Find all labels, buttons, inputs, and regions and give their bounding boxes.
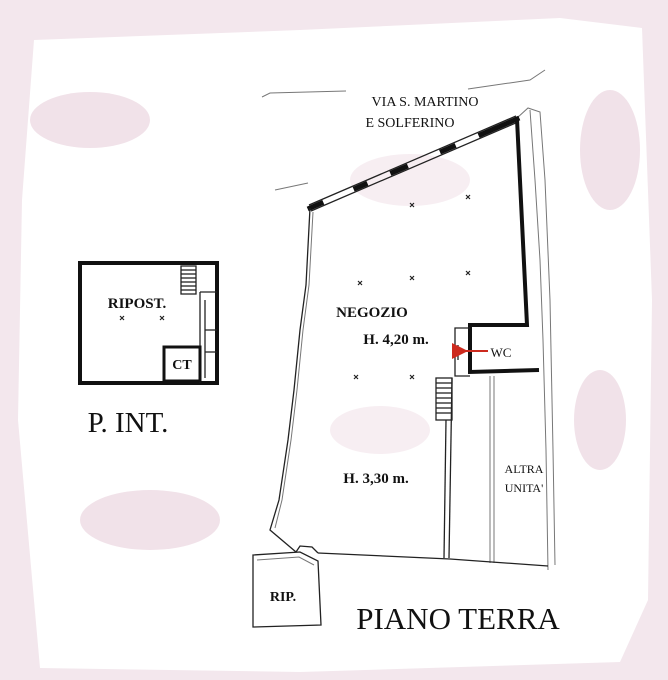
- column-marker: [119, 315, 125, 321]
- right-wall: [468, 116, 540, 375]
- height-rear-label: H. 3,30 m.: [343, 471, 409, 487]
- neighbor-outline: [529, 109, 549, 571]
- rip-storage-inner: [256, 556, 315, 566]
- street-boundary: [261, 90, 347, 98]
- stain: [350, 154, 470, 206]
- storage-label: RIPOST.: [108, 296, 167, 312]
- other-unit-label-line1: ALTRA: [505, 462, 544, 476]
- rip-storage-wall: [252, 551, 322, 628]
- stain: [30, 92, 150, 148]
- ct-label: CT: [172, 358, 192, 373]
- partition-wall: [448, 377, 453, 559]
- left-wall-inner: [274, 211, 314, 529]
- column-marker: [353, 374, 359, 380]
- column-marker: [465, 270, 471, 276]
- column-marker: [159, 315, 165, 321]
- rip-label: RIP.: [270, 590, 296, 605]
- ct-room-wall: [162, 345, 202, 383]
- mezzanine-outer-wall: [78, 261, 219, 385]
- ground-floor-plan: VIA S. MARTINO E SOLFERINO NEGOZIO H. 4,…: [252, 69, 560, 636]
- facade-wall: [308, 115, 517, 206]
- mezzanine-plan: RIPOST. CT P. INT.: [78, 261, 219, 439]
- wc-label: WC: [491, 345, 512, 360]
- stain: [80, 490, 220, 550]
- ground-level-label: PIANO TERRA: [356, 601, 560, 636]
- ground-stairs: [435, 377, 453, 421]
- entrance-notch: [295, 545, 319, 554]
- stain: [580, 90, 640, 210]
- street-name-line2: E SOLFERINO: [365, 116, 454, 131]
- mezzanine-level-label: P. INT.: [88, 407, 169, 439]
- stain: [330, 406, 430, 454]
- column-marker: [409, 275, 415, 281]
- left-wall: [269, 207, 311, 553]
- column-marker: [465, 194, 471, 200]
- other-unit-label-line2: UNITA': [505, 481, 544, 495]
- neighbor-outline: [516, 107, 556, 566]
- rear-wall: [317, 552, 549, 567]
- stain: [574, 370, 626, 470]
- shop-label: NEGOZIO: [336, 305, 408, 321]
- height-front-label: H. 4,20 m.: [363, 332, 429, 348]
- mezzanine-stairs: [180, 265, 197, 295]
- column-marker: [409, 202, 415, 208]
- column-marker: [357, 280, 363, 286]
- building-boundary: [274, 182, 309, 191]
- street-boundary: [467, 69, 546, 90]
- facade-wall: [310, 121, 519, 212]
- column-marker: [409, 374, 415, 380]
- street-name-line1: VIA S. MARTINO: [372, 95, 479, 110]
- facade-wall: [306, 115, 521, 212]
- partition-wall: [443, 419, 447, 559]
